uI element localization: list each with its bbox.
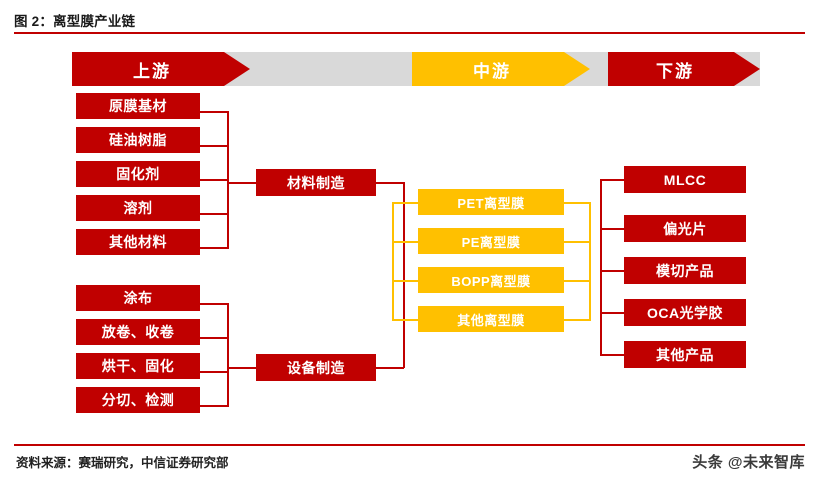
connector-equipment-4 xyxy=(200,405,228,407)
stage-chevron-upstream: 上游 xyxy=(72,52,250,86)
connector-hub-material-out xyxy=(376,182,404,184)
connector-mid-out-spine xyxy=(589,202,591,321)
node-hub-material-manufacturing[interactable]: 材料制造 xyxy=(256,169,376,196)
connector-mid-in-1 xyxy=(392,202,418,204)
stage-chevron-downstream: 下游 xyxy=(608,52,760,86)
page-title: 图 2：离型膜产业链 xyxy=(14,14,136,29)
node-downstream-product-1[interactable]: MLCC xyxy=(624,166,746,193)
connector-down-spine xyxy=(600,179,602,356)
node-upstream-equipment-4[interactable]: 分切、检测 xyxy=(76,387,200,413)
connector-mid-out-3 xyxy=(564,280,590,282)
connector-mid-out-2 xyxy=(564,241,590,243)
node-upstream-equipment-3[interactable]: 烘干、固化 xyxy=(76,353,200,379)
node-downstream-product-5[interactable]: 其他产品 xyxy=(624,341,746,368)
node-upstream-material-2[interactable]: 硅油树脂 xyxy=(76,127,200,153)
connector-down-3 xyxy=(600,270,624,272)
node-upstream-material-1[interactable]: 原膜基材 xyxy=(76,93,200,119)
node-downstream-product-2[interactable]: 偏光片 xyxy=(624,215,746,242)
connector-down-1 xyxy=(600,179,624,181)
connector-down-4 xyxy=(600,312,624,314)
node-midstream-product-1[interactable]: PET离型膜 xyxy=(418,189,564,215)
stage-chevron-midstream: 中游 xyxy=(412,52,590,86)
node-upstream-material-3[interactable]: 固化剂 xyxy=(76,161,200,187)
title-divider xyxy=(14,32,805,34)
connector-mid-out-1 xyxy=(564,202,590,204)
node-midstream-product-4[interactable]: 其他离型膜 xyxy=(418,306,564,332)
connector-equipment-1 xyxy=(200,303,228,305)
source-note: 资料来源：赛瑞研究，中信证券研究部 xyxy=(16,456,229,470)
node-midstream-product-2[interactable]: PE离型膜 xyxy=(418,228,564,254)
connector-mid-in-3 xyxy=(392,280,418,282)
connector-hub-equipment-out xyxy=(376,367,404,369)
connector-mid-in-2 xyxy=(392,241,418,243)
connector-material-2 xyxy=(200,145,228,147)
connector-material-spine xyxy=(227,111,229,249)
node-upstream-material-4[interactable]: 溶剂 xyxy=(76,195,200,221)
connector-material-4 xyxy=(200,213,228,215)
stage-banner: 上游 中游 下游 xyxy=(72,52,760,86)
connector-material-3 xyxy=(200,179,228,181)
connector-down-2 xyxy=(600,228,624,230)
node-upstream-equipment-2[interactable]: 放卷、收卷 xyxy=(76,319,200,345)
connector-material-1 xyxy=(200,111,228,113)
watermark-label: 头条 @未来智库 xyxy=(692,454,805,471)
connector-mid-in-spine xyxy=(392,202,394,321)
connector-hub-spine xyxy=(403,182,405,368)
connector-material-5 xyxy=(200,247,228,249)
source-divider xyxy=(14,444,805,446)
node-upstream-equipment-1[interactable]: 涂布 xyxy=(76,285,200,311)
connector-mid-in-4 xyxy=(392,319,418,321)
node-midstream-product-3[interactable]: BOPP离型膜 xyxy=(418,267,564,293)
connector-equipment-spine xyxy=(227,303,229,407)
node-upstream-material-5[interactable]: 其他材料 xyxy=(76,229,200,255)
connector-equipment-3 xyxy=(200,371,228,373)
connector-equipment-to-hub xyxy=(227,367,257,369)
connector-material-to-hub xyxy=(227,182,257,184)
node-downstream-product-3[interactable]: 模切产品 xyxy=(624,257,746,284)
connector-mid-out-4 xyxy=(564,319,590,321)
node-hub-equipment-manufacturing[interactable]: 设备制造 xyxy=(256,354,376,381)
connector-equipment-2 xyxy=(200,337,228,339)
connector-down-5 xyxy=(600,354,624,356)
node-downstream-product-4[interactable]: OCA光学胶 xyxy=(624,299,746,326)
